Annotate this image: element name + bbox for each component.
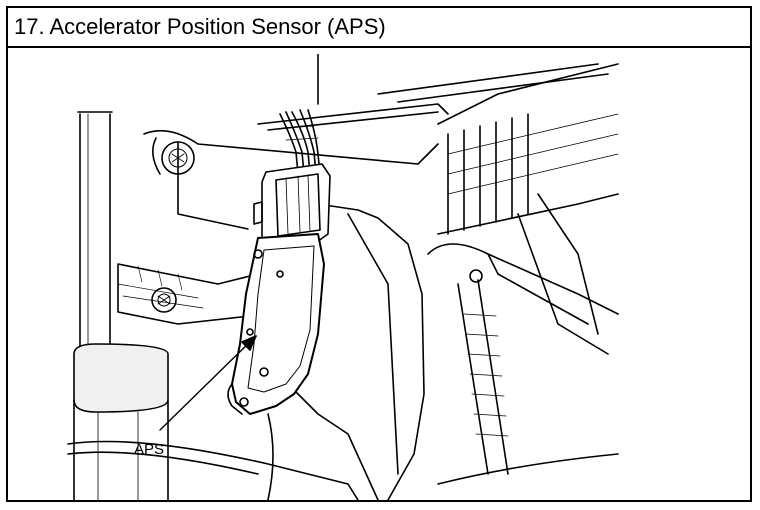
vertical-pillar	[73, 111, 169, 500]
upper-frame	[143, 54, 609, 230]
aps-sensor-body	[227, 233, 325, 415]
callout-leader-line	[159, 335, 257, 431]
ribbed-panel	[437, 63, 619, 355]
callout-label-aps: APS	[134, 441, 164, 458]
page-title: 17. Accelerator Position Sensor (APS)	[14, 14, 386, 39]
wire-harness	[279, 109, 321, 175]
bottom-rail	[67, 440, 619, 500]
bolt-icon	[151, 287, 177, 313]
document-frame: 17. Accelerator Position Sensor (APS)	[6, 6, 752, 502]
pedal-rod	[427, 243, 619, 475]
bolt-icon	[152, 137, 195, 175]
aps-illustration: APS	[67, 54, 619, 500]
title-row: 17. Accelerator Position Sensor (APS)	[8, 8, 750, 48]
pedal-housing	[267, 203, 425, 500]
